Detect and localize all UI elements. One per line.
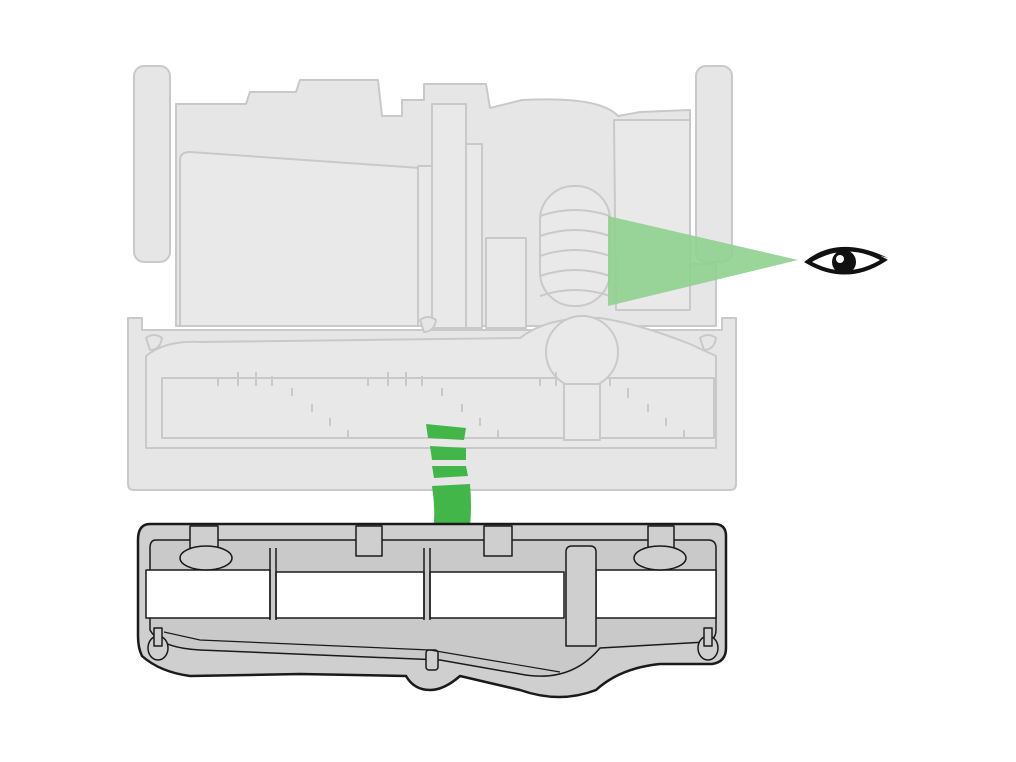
plate-window-1 bbox=[145, 569, 271, 619]
sole-plate-icon bbox=[136, 522, 728, 699]
belt-guard bbox=[563, 383, 601, 441]
plate-window-3 bbox=[429, 571, 565, 619]
plate-ridge bbox=[163, 631, 561, 673]
plate-window-2 bbox=[275, 571, 425, 619]
tab-3 bbox=[483, 525, 513, 557]
coiled-hose bbox=[539, 185, 611, 307]
bump-left bbox=[179, 545, 233, 571]
eye-icon bbox=[804, 246, 888, 275]
tab-2 bbox=[355, 525, 383, 557]
mount-posts bbox=[147, 627, 719, 671]
center-channel bbox=[565, 545, 597, 647]
center-clip bbox=[419, 316, 437, 333]
column-b bbox=[431, 103, 467, 329]
left-wheel-post bbox=[133, 65, 171, 263]
bump-right bbox=[633, 545, 687, 571]
right-clip bbox=[699, 334, 717, 351]
left-panel bbox=[179, 151, 421, 327]
right-wheel-post bbox=[695, 65, 733, 263]
left-clip bbox=[145, 334, 163, 351]
bristle-pegs bbox=[217, 372, 685, 438]
plate-window-4 bbox=[595, 569, 717, 619]
view-beam-icon bbox=[608, 216, 798, 306]
small-block bbox=[485, 237, 527, 329]
vacuum-base-ghost-icon bbox=[127, 65, 737, 491]
column-c bbox=[465, 143, 483, 329]
